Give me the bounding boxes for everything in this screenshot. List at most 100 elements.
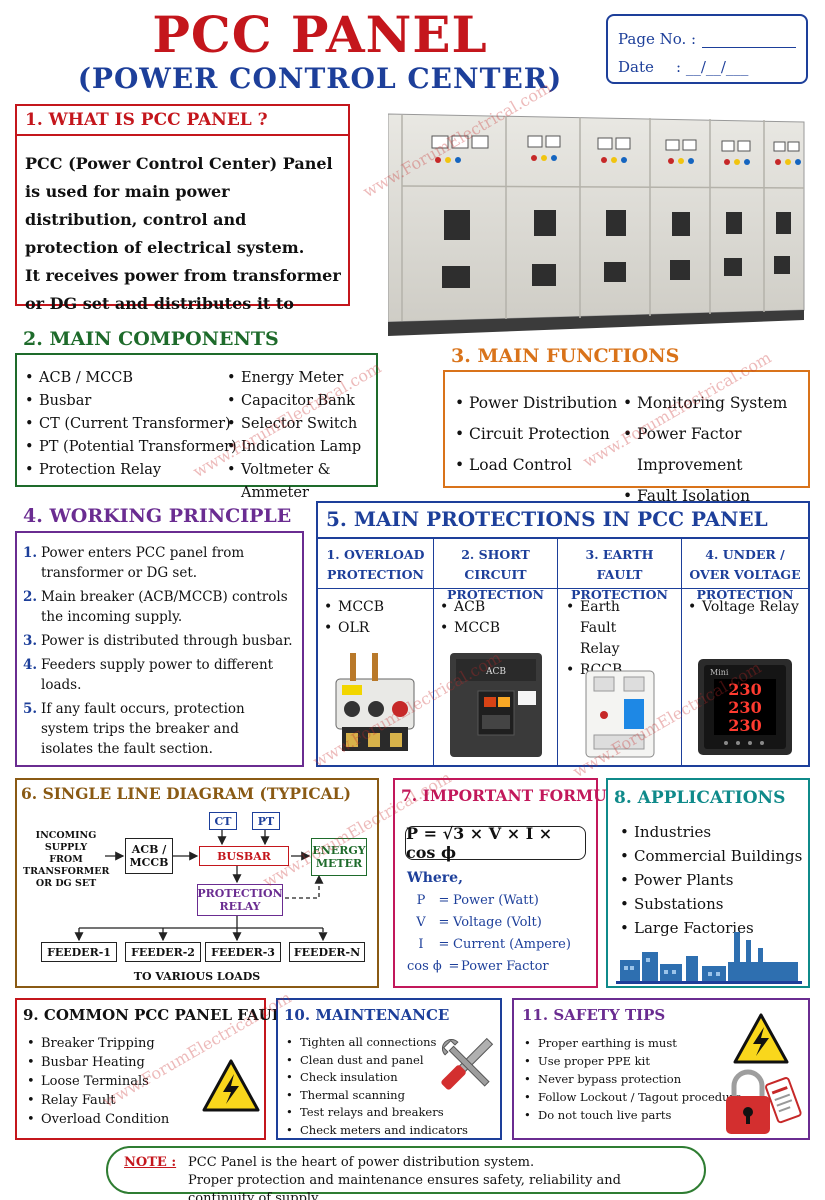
list-item: Never bypass protection — [522, 1070, 742, 1088]
high-voltage-warning-icon — [202, 1059, 260, 1112]
section-common-faults: 9. COMMON PCC PANEL FAULTS Breaker Tripp… — [15, 998, 303, 1140]
safety-list: Proper earthing is must Use proper PPE k… — [522, 1034, 742, 1124]
list-item: Test relays and breakers — [284, 1104, 468, 1122]
section-11-heading: 11. SAFETY TIPS — [522, 1006, 666, 1024]
list-item: Earth Fault Relay — [564, 597, 652, 660]
section-single-line-diagram: 6. SINGLE LINE DIAGRAM (TYPICAL) INCOMIN… — [15, 778, 379, 988]
list-item: MCCB — [322, 597, 429, 618]
list-item: Protection Relay — [23, 459, 237, 482]
list-item: Tighten all connections — [284, 1034, 468, 1052]
functions-list-2: Monitoring System Power Factor Improveme… — [621, 388, 808, 512]
list-item: Loose Terminals — [25, 1072, 169, 1091]
note-line-2: Proper protection and maintenance ensure… — [188, 1173, 621, 1200]
section-safety-tips: 11. SAFETY TIPS Proper earthing is must … — [512, 998, 810, 1140]
step-item: 1.Power enters PCC panel from transforme… — [23, 545, 245, 581]
def-row: cos ϕ=Power Factor — [407, 959, 549, 974]
faults-list: Breaker Tripping Busbar Heating Loose Te… — [25, 1034, 169, 1129]
list-item: ACB — [438, 597, 553, 618]
list-item: Relay Fault — [25, 1091, 169, 1110]
list-item: Fault Isolation — [621, 481, 808, 512]
list-item: Voltage Relay — [686, 597, 804, 618]
sld-ct-box: CT — [209, 812, 237, 830]
list-item: CT (Current Transformer) — [23, 413, 237, 436]
sld-feeder-2: FEEDER-2 — [125, 942, 201, 962]
section-applications: 8. APPLICATIONS Industries Commercial Bu… — [606, 778, 810, 988]
protection-col-short-circuit: 2. SHORT CIRCUIT PROTECTION ACB MCCB ACB — [434, 539, 558, 765]
sld-feeder-n: FEEDER-N — [289, 942, 365, 962]
lockout-tag-icon — [726, 1069, 802, 1134]
page-no-field[interactable] — [702, 32, 796, 48]
list-item: Power Factor Improvement — [621, 419, 808, 481]
list-item: Voltmeter & Ammeter — [225, 459, 376, 505]
list-item: MCCB — [438, 618, 553, 639]
list-item: Busbar — [23, 390, 237, 413]
meter-brand: Mini — [710, 668, 729, 677]
list-item: Follow Lockout / Tagout procedure — [522, 1088, 742, 1106]
pcc-panel-illustration — [387, 113, 805, 336]
section-4-heading: 4. WORKING PRINCIPLE — [15, 501, 304, 533]
date-field[interactable]: : __/__/___ — [676, 58, 749, 76]
list-item: OLR — [322, 618, 429, 639]
def-row: V=Voltage (Volt) — [416, 915, 542, 930]
formula-defs: P=Power (Watt) V=Voltage (Volt) I=Curren… — [407, 890, 593, 978]
section-9-heading: 9. COMMON PCC PANEL FAULTS — [23, 1006, 304, 1024]
protection-title: 3. EARTH FAULT PROTECTION — [558, 539, 681, 602]
page-no-label: Page No. : — [618, 30, 697, 48]
sld-incoming-text: INCOMING SUPPLY FROM TRANSFORMER OR DG S… — [23, 830, 110, 889]
list-item: ACB / MCCB — [23, 367, 237, 390]
section-7-heading: 7. IMPORTANT FORMULA — [401, 786, 630, 805]
step-item: 4.Feeders supply power to different load… — [23, 657, 274, 693]
note-label: NOTE : — [124, 1155, 177, 1170]
list-item: Monitoring System — [621, 388, 808, 419]
list-item: Power Plants — [618, 868, 802, 892]
protection-col-overload: 1. OVERLOAD PROTECTION MCCB OLR — [318, 539, 434, 765]
section-maintenance: 10. MAINTENANCE Tighten all connections … — [276, 998, 502, 1140]
page-info-box: Page No. : Date : __/__/___ — [606, 14, 808, 84]
section-working-principle: 4. WORKING PRINCIPLE 1.Power enters PCC … — [15, 501, 304, 767]
def-row: P=Power (Watt) — [416, 893, 539, 908]
sld-busbar-box: BUSBAR — [199, 846, 289, 866]
step-item: 3.Power is distributed through busbar. — [23, 633, 293, 649]
section-main-components: 2. MAIN COMPONENTS ACB / MCCB Busbar CT … — [15, 325, 378, 501]
step-item: 2.Main breaker (ACB/MCCB) controls the i… — [23, 589, 288, 625]
panel-meters — [431, 135, 801, 165]
date-label: Date — [618, 58, 654, 76]
applications-list: Industries Commercial Buildings Power Pl… — [618, 820, 802, 940]
list-item: Circuit Protection — [453, 419, 617, 450]
voltage-meter-icon: Mini 230 230 230 — [698, 659, 792, 755]
list-item: Check meters and indicators — [284, 1122, 468, 1140]
protection-title: 2. SHORT CIRCUIT PROTECTION — [434, 539, 557, 602]
section-10-heading: 10. MAINTENANCE — [284, 1006, 450, 1024]
meter-reading-2: 230 — [728, 698, 761, 717]
section-main-functions: 3. MAIN FUNCTIONS Power Distribution Cir… — [443, 342, 810, 512]
list-item: Load Control — [453, 450, 617, 481]
list-item: Substations — [618, 892, 802, 916]
formula-where: Where, — [407, 870, 463, 886]
def-row: I=Current (Ampere) — [418, 937, 571, 952]
list-item: Power Distribution — [453, 388, 617, 419]
list-item: Capacitor Bank — [225, 390, 376, 413]
list-item: Overload Condition — [25, 1110, 169, 1129]
wrench-screwdriver-icon — [441, 1037, 494, 1090]
factory-skyline-icon — [616, 932, 802, 984]
list-item: Busbar Heating — [25, 1053, 169, 1072]
sld-wiring — [74, 830, 328, 942]
list-item: Check insulation — [284, 1069, 468, 1087]
pcc-panel-image — [387, 100, 808, 338]
protection-col-voltage: 4. UNDER / OVER VOLTAGE PROTECTION Volta… — [682, 539, 808, 765]
page-subtitle: (POWER CONTROL CENTER) — [77, 62, 563, 95]
panel-breakers — [442, 210, 791, 288]
list-item: Clean dust and panel — [284, 1052, 468, 1070]
components-list-1: ACB / MCCB Busbar CT (Current Transforme… — [23, 367, 237, 482]
section-6-heading: 6. SINGLE LINE DIAGRAM (TYPICAL) — [21, 784, 351, 803]
maintenance-list: Tighten all connections Clean dust and p… — [284, 1034, 468, 1139]
list-item: Large Factories — [618, 916, 802, 940]
meter-reading-3: 230 — [728, 716, 761, 735]
acb-breaker-icon: ACB — [450, 653, 542, 757]
section-8-heading: 8. APPLICATIONS — [614, 788, 786, 808]
note-line-1: PCC Panel is the heart of power distribu… — [188, 1155, 535, 1170]
section-2-heading: 2. MAIN COMPONENTS — [15, 325, 378, 355]
functions-list-1: Power Distribution Circuit Protection Lo… — [453, 388, 617, 481]
